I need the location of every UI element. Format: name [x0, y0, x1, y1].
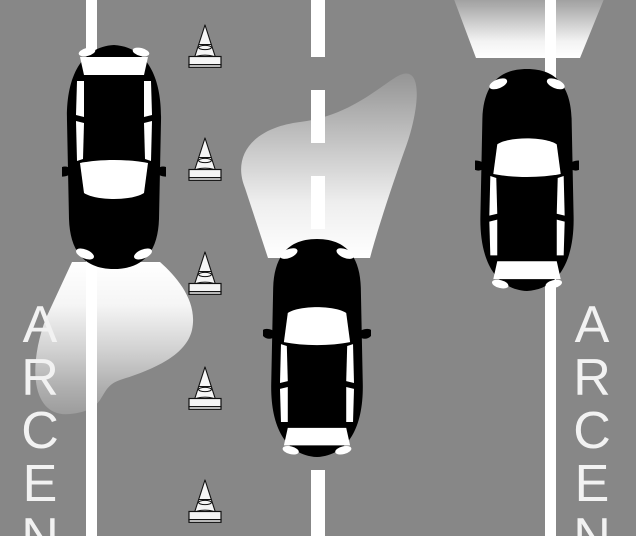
- road-label-right: A R C E N: [573, 296, 611, 536]
- road-label-right-letter-2: C: [573, 402, 611, 460]
- car-right[interactable]: [471, 68, 584, 292]
- headlight-beam-left-car: [35, 262, 194, 415]
- center-dash-2: [311, 90, 325, 143]
- center-dash-3: [311, 176, 325, 229]
- road-label-right-letter-1: R: [573, 349, 611, 407]
- road-label-right-letter-3: E: [575, 455, 610, 513]
- road-label-left-letter-2: C: [21, 402, 59, 460]
- headlight-beam-right-car: [454, 0, 604, 58]
- center-dash-1: [311, 0, 325, 57]
- headlight-beam-center-car: [241, 73, 417, 259]
- road-label-left-letter-4: N: [21, 508, 59, 536]
- road-label-right-letter-4: N: [573, 508, 611, 536]
- car-center[interactable]: [262, 238, 373, 458]
- road-label-left-letter-0: A: [23, 296, 58, 354]
- car-left[interactable]: [57, 45, 171, 269]
- center-dash-4: [311, 470, 325, 536]
- dashed-center-lane-line: [311, 0, 325, 536]
- solid-left-lane-line: [86, 0, 97, 536]
- road-label-left-letter-3: E: [23, 455, 58, 513]
- road-label-left-letter-1: R: [21, 349, 59, 407]
- road-label-right-letter-0: A: [575, 296, 610, 354]
- road-label-left: A R C E N: [21, 296, 59, 536]
